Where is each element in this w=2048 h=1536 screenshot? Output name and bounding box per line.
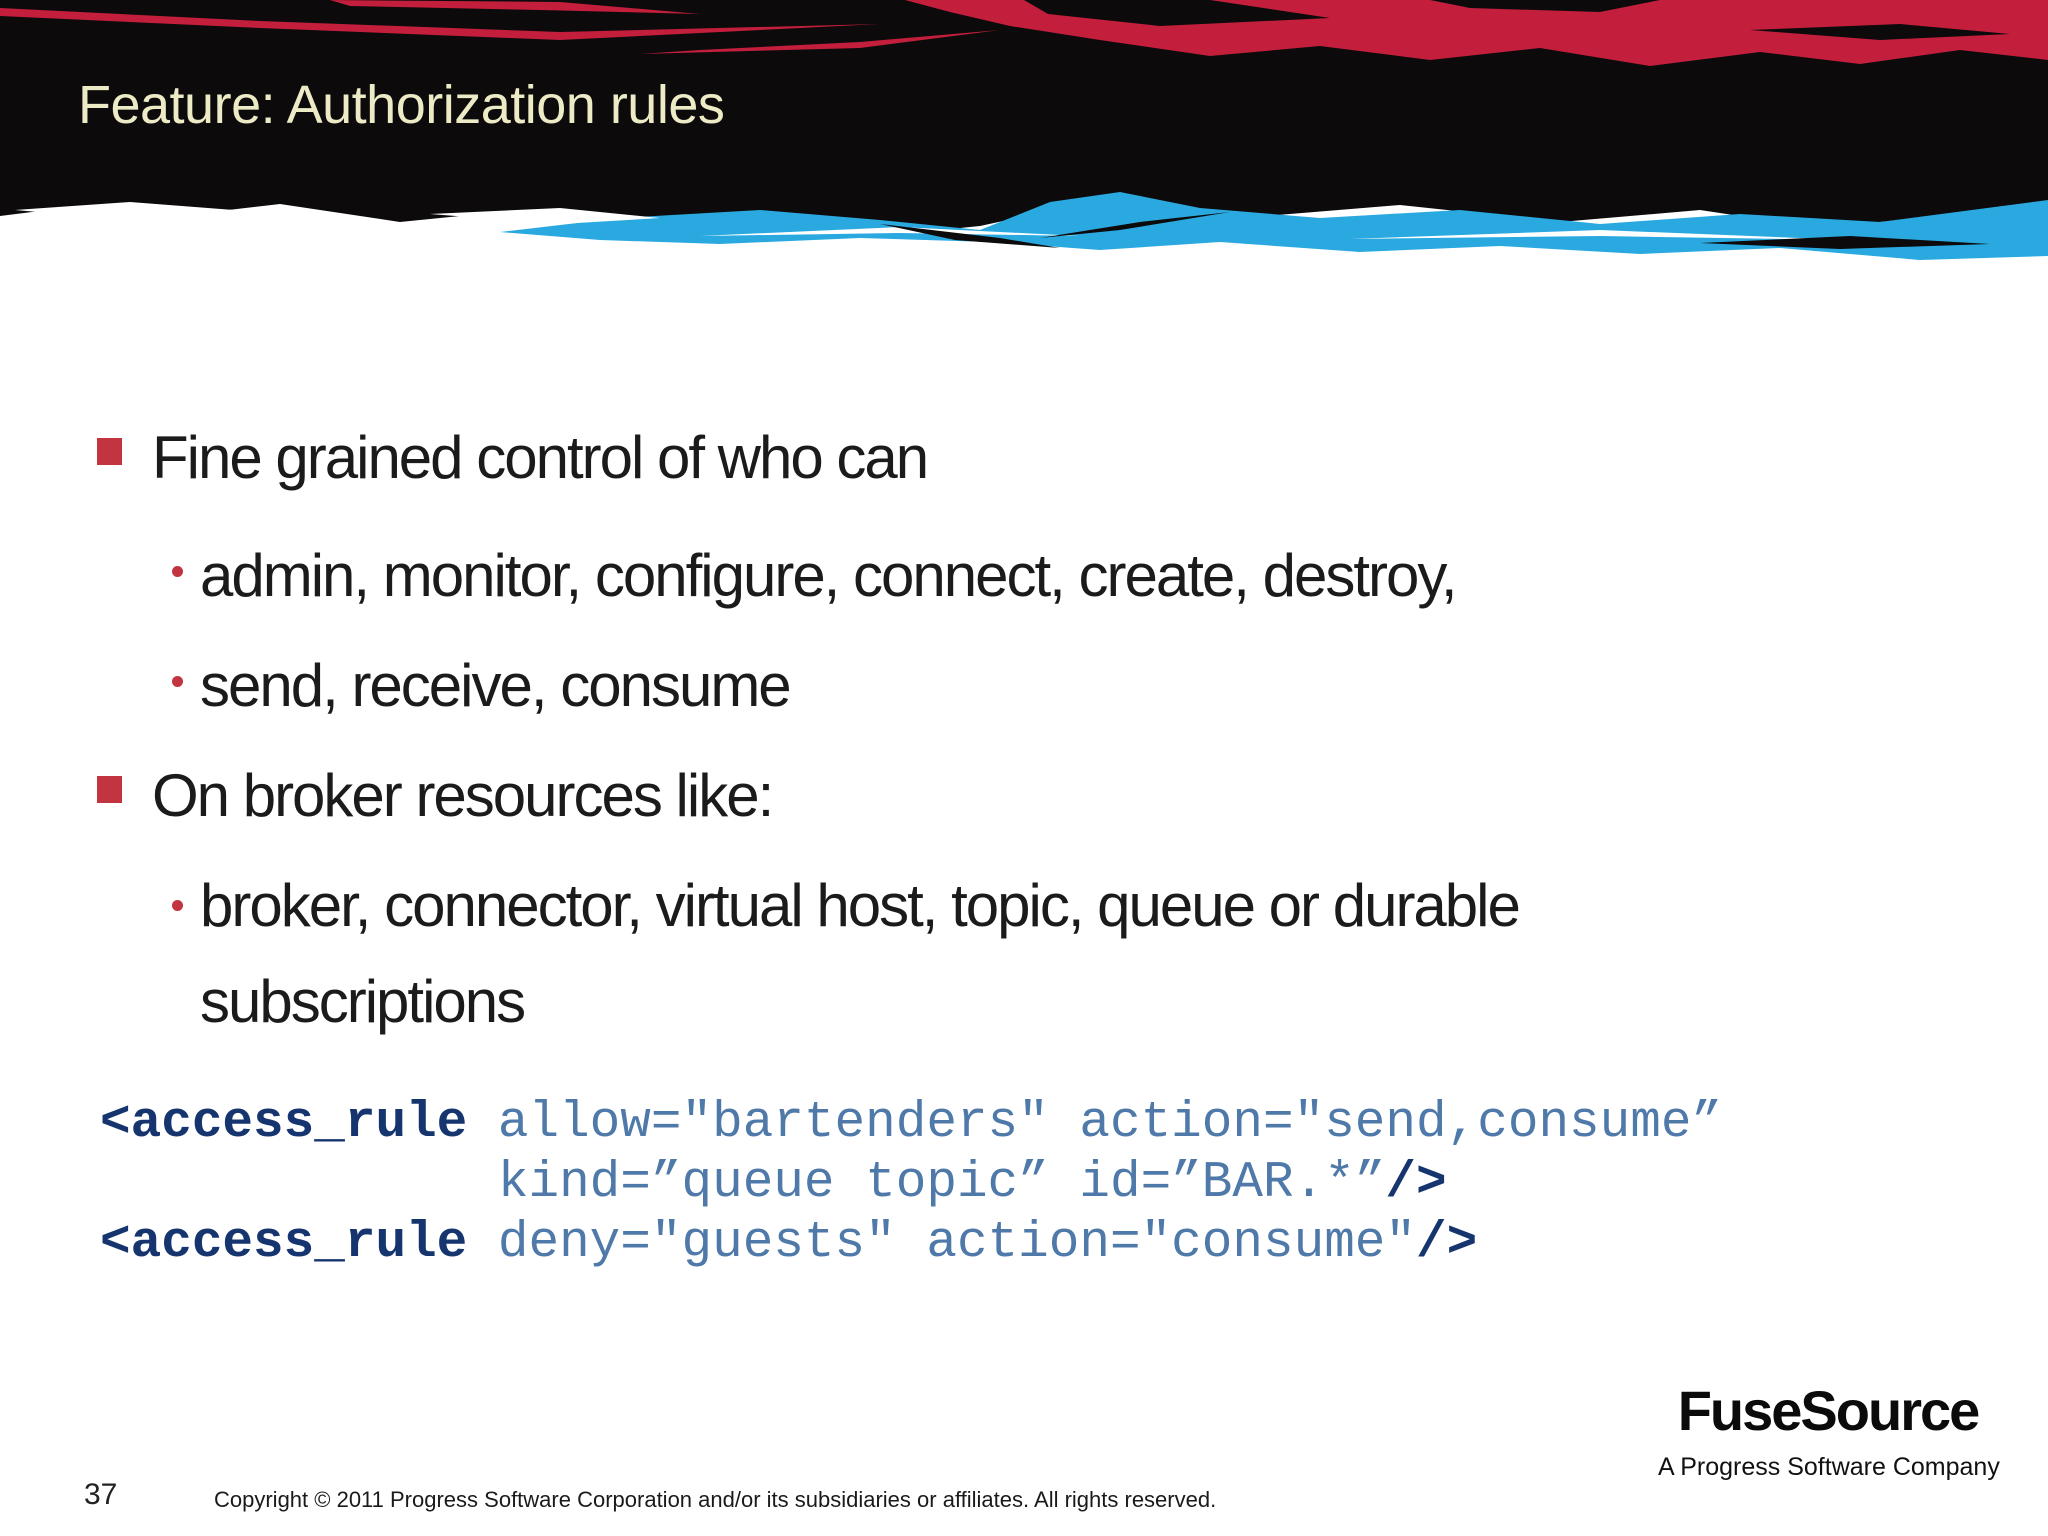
sub-bullet-text: send, receive, consume (200, 652, 792, 719)
bullet-text: Fine grained control of who can (152, 424, 929, 491)
slide-page-number: 37 (84, 1478, 118, 1511)
page-title: Feature: Authorization rules (78, 75, 725, 135)
dot-bullet-icon (172, 676, 183, 687)
code-line2-attrs: kind=”queue topic” id=”BAR.*” (100, 1155, 1386, 1212)
sub-bullet-item: send, receive, consume (172, 650, 792, 722)
bullet-item: On broker resources like: (97, 760, 774, 832)
copyright-text: Copyright © 2011 Progress Software Corpo… (214, 1487, 1217, 1512)
code-line2-close: /> (1385, 1155, 1447, 1212)
fusesource-logo-text: FuseSource (1677, 1379, 1981, 1442)
bullet-item: Fine grained control of who can (97, 422, 929, 494)
code-line1-attrs: allow="bartenders" action="send,consume” (467, 1095, 1723, 1152)
square-bullet-icon (97, 776, 122, 803)
bullet-text: On broker resources like: (152, 762, 774, 829)
code-line1-tag: <access_rule (100, 1095, 468, 1152)
fusesource-logo-subtitle: A Progress Software Company (1658, 1453, 2000, 1481)
dot-bullet-icon (172, 900, 183, 911)
code-block: <access_rule allow="bartenders" action="… (100, 1094, 1722, 1274)
sub-bullet-text: admin, monitor, configure, connect, crea… (200, 542, 1458, 609)
fusesource-logo: FuseSource A Progress Software Company (1658, 1378, 2000, 1482)
square-bullet-icon (97, 438, 122, 465)
dot-bullet-icon (172, 566, 183, 577)
sub-bullet-item: broker, connector, virtual host, topic, … (172, 858, 1580, 1050)
code-line3-close: /> (1416, 1215, 1478, 1272)
sub-bullet-item: admin, monitor, configure, connect, crea… (172, 540, 1458, 612)
header-brush-art (0, 0, 2048, 260)
code-line3-tag: <access_rule (100, 1215, 468, 1272)
code-line3-attrs: deny="guests" action="consume" (467, 1215, 1417, 1272)
sub-bullet-text: broker, connector, virtual host, topic, … (200, 872, 1521, 1035)
